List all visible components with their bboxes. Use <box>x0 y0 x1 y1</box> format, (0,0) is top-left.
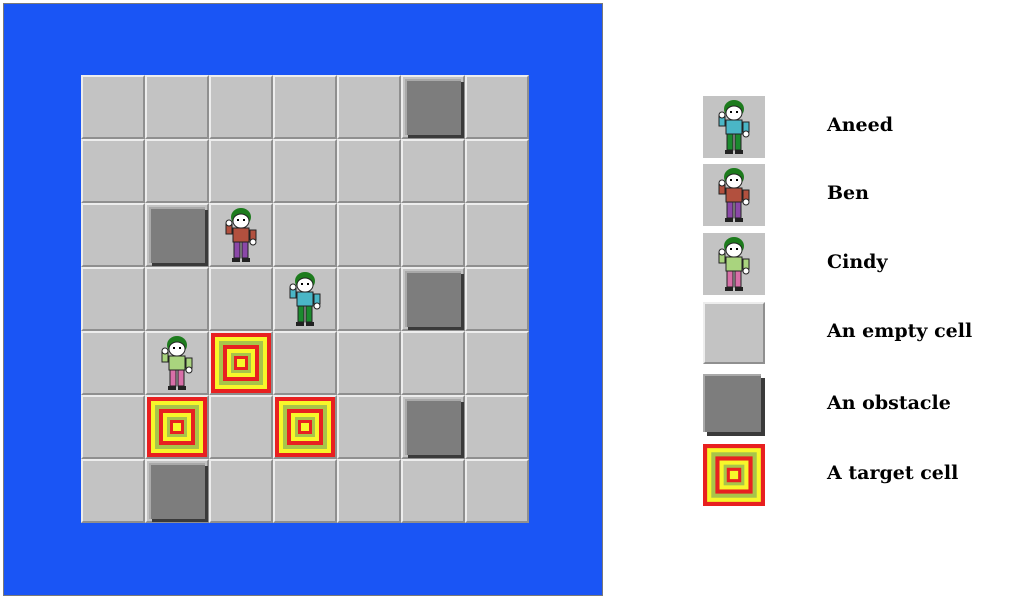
legend-item-ben: Ben <box>700 164 1020 228</box>
game-grid <box>81 75 529 523</box>
grid-cell-2-6[interactable] <box>465 203 529 267</box>
obstacle-icon <box>405 271 461 327</box>
grid-cell-6-6[interactable] <box>465 459 529 523</box>
ben-icon <box>703 164 765 226</box>
obstacle-icon <box>149 463 205 519</box>
grid-cell-0-6[interactable] <box>465 75 529 139</box>
empty-cell-icon <box>703 302 765 364</box>
target-cell-icon <box>703 444 765 506</box>
grid-cell-3-2[interactable] <box>209 267 273 331</box>
grid-cell-5-6[interactable] <box>465 395 529 459</box>
legend-label-empty: An empty cell <box>827 320 972 342</box>
legend-label-target: A target cell <box>827 462 958 484</box>
grid-cell-6-0[interactable] <box>81 459 145 523</box>
grid-cell-4-2[interactable] <box>209 331 273 395</box>
grid-cell-1-4[interactable] <box>337 139 401 203</box>
grid-cell-0-5[interactable] <box>401 75 465 139</box>
legend-label-cindy: Cindy <box>827 251 887 273</box>
grid-cell-2-5[interactable] <box>401 203 465 267</box>
grid-cell-0-0[interactable] <box>81 75 145 139</box>
grid-cell-2-1[interactable] <box>145 203 209 267</box>
legend-label-obstacle: An obstacle <box>827 392 951 414</box>
grid-cell-0-3[interactable] <box>273 75 337 139</box>
grid-cell-0-1[interactable] <box>145 75 209 139</box>
grid-cell-3-0[interactable] <box>81 267 145 331</box>
grid-cell-5-4[interactable] <box>337 395 401 459</box>
grid-cell-5-2[interactable] <box>209 395 273 459</box>
legend-label-aneed: Aneed <box>827 114 893 136</box>
grid-cell-1-6[interactable] <box>465 139 529 203</box>
grid-cell-3-5[interactable] <box>401 267 465 331</box>
grid-cell-6-1[interactable] <box>145 459 209 523</box>
legend-item-cindy: Cindy <box>700 233 1020 297</box>
legend-item-obstacle: An obstacle <box>700 374 1020 438</box>
grid-cell-5-5[interactable] <box>401 395 465 459</box>
obstacle-icon <box>405 399 461 455</box>
grid-cell-4-5[interactable] <box>401 331 465 395</box>
grid-cell-2-3[interactable] <box>273 203 337 267</box>
grid-cell-4-1[interactable] <box>145 331 209 395</box>
target-cell-icon <box>211 333 271 393</box>
ben-icon <box>221 206 261 264</box>
grid-cell-5-3[interactable] <box>273 395 337 459</box>
grid-cell-6-4[interactable] <box>337 459 401 523</box>
grid-cell-1-0[interactable] <box>81 139 145 203</box>
grid-cell-4-6[interactable] <box>465 331 529 395</box>
grid-cell-1-2[interactable] <box>209 139 273 203</box>
grid-cell-1-3[interactable] <box>273 139 337 203</box>
grid-cell-5-0[interactable] <box>81 395 145 459</box>
grid-cell-2-2[interactable] <box>209 203 273 267</box>
legend-item-aneed: Aneed <box>700 96 1020 160</box>
obstacle-icon <box>405 79 461 135</box>
grid-cell-1-1[interactable] <box>145 139 209 203</box>
grid-cell-4-0[interactable] <box>81 331 145 395</box>
grid-cell-0-2[interactable] <box>209 75 273 139</box>
target-cell-icon <box>147 397 207 457</box>
legend-item-empty: An empty cell <box>700 302 1020 366</box>
target-cell-icon <box>275 397 335 457</box>
aneed-icon <box>285 270 325 328</box>
cindy-icon <box>157 334 197 392</box>
grid-cell-6-3[interactable] <box>273 459 337 523</box>
board-frame <box>3 3 603 596</box>
grid-cell-0-4[interactable] <box>337 75 401 139</box>
grid-cell-2-4[interactable] <box>337 203 401 267</box>
aneed-icon <box>703 96 765 158</box>
grid-cell-4-4[interactable] <box>337 331 401 395</box>
obstacle-icon <box>149 207 205 263</box>
grid-cell-2-0[interactable] <box>81 203 145 267</box>
grid-cell-3-4[interactable] <box>337 267 401 331</box>
grid-cell-4-3[interactable] <box>273 331 337 395</box>
grid-cell-3-3[interactable] <box>273 267 337 331</box>
obstacle-icon <box>703 374 761 432</box>
grid-cell-6-5[interactable] <box>401 459 465 523</box>
grid-cell-1-5[interactable] <box>401 139 465 203</box>
legend-item-target: A target cell <box>700 444 1020 508</box>
legend-label-ben: Ben <box>827 182 869 204</box>
cindy-icon <box>703 233 765 295</box>
grid-cell-5-1[interactable] <box>145 395 209 459</box>
grid-cell-3-6[interactable] <box>465 267 529 331</box>
grid-cell-6-2[interactable] <box>209 459 273 523</box>
grid-cell-3-1[interactable] <box>145 267 209 331</box>
